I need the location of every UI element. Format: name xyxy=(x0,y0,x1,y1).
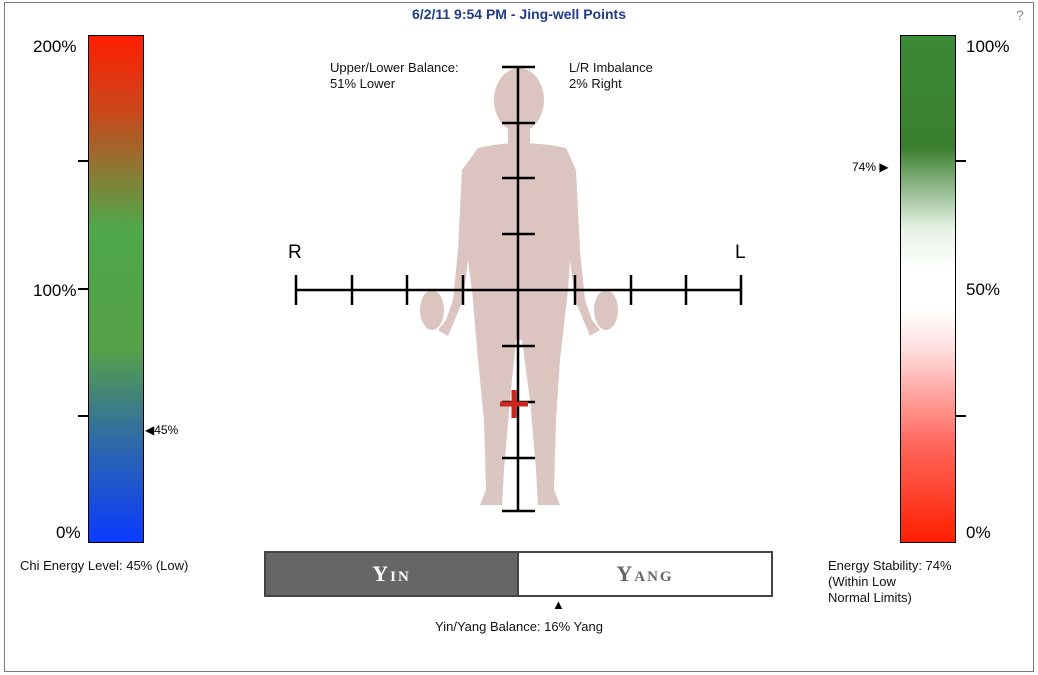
upper-lower-label: Upper/Lower Balance: xyxy=(330,60,459,75)
left-gauge-mid-label: 100% xyxy=(33,281,77,300)
right-gauge-tick xyxy=(956,160,966,162)
left-gauge-top-label: 200% xyxy=(33,37,77,56)
balance-marker xyxy=(500,390,528,418)
energy-stability-caption-line: Energy Stability: 74% xyxy=(828,558,952,573)
right-gauge-top-label: 100% xyxy=(966,37,1010,56)
energy-stability-caption: Energy Stability: 74% (Within Low Normal… xyxy=(828,558,952,606)
left-gauge-tick xyxy=(78,160,88,162)
energy-stability-pointer: 74% ▶ xyxy=(852,160,889,174)
upper-lower-balance: Upper/Lower Balance: 51% Lower xyxy=(330,60,459,92)
left-gauge-tick xyxy=(78,415,88,417)
help-icon[interactable]: ? xyxy=(1016,7,1024,23)
axis-right-label: R xyxy=(288,242,302,263)
right-gauge-bottom-label: 0% xyxy=(966,523,991,542)
lr-imbalance: L/R Imbalance 2% Right xyxy=(569,60,653,92)
page-title: 6/2/11 9:54 PM - Jing-well Points xyxy=(412,6,626,22)
lr-imbalance-label: L/R Imbalance xyxy=(569,60,653,75)
yin-yang-pointer: ▲ xyxy=(552,597,565,612)
yang-segment: Yang xyxy=(517,551,773,597)
energy-stability-gauge xyxy=(900,35,956,543)
yin-yang-caption: Yin/Yang Balance: 16% Yang xyxy=(435,619,603,634)
axis-left-label: L xyxy=(735,242,746,263)
right-gauge-mid-label: 50% xyxy=(966,280,1001,299)
energy-stability-caption-line: Normal Limits) xyxy=(828,590,912,605)
chi-energy-gauge xyxy=(88,35,144,543)
chi-energy-pointer: ◀45% xyxy=(145,423,179,437)
upper-lower-value: 51% Lower xyxy=(330,76,396,91)
left-gauge-bottom-label: 0% xyxy=(56,523,81,542)
left-gauge-tick xyxy=(78,288,88,290)
right-gauge-tick xyxy=(956,415,966,417)
chi-energy-caption: Chi Energy Level: 45% (Low) xyxy=(20,558,189,573)
energy-stability-caption-line: (Within Low xyxy=(828,574,896,589)
crosshair xyxy=(294,65,743,513)
lr-imbalance-value: 2% Right xyxy=(569,76,622,91)
yin-segment: Yin xyxy=(264,551,519,597)
yin-yang-bar: Yin Yang xyxy=(264,551,773,597)
